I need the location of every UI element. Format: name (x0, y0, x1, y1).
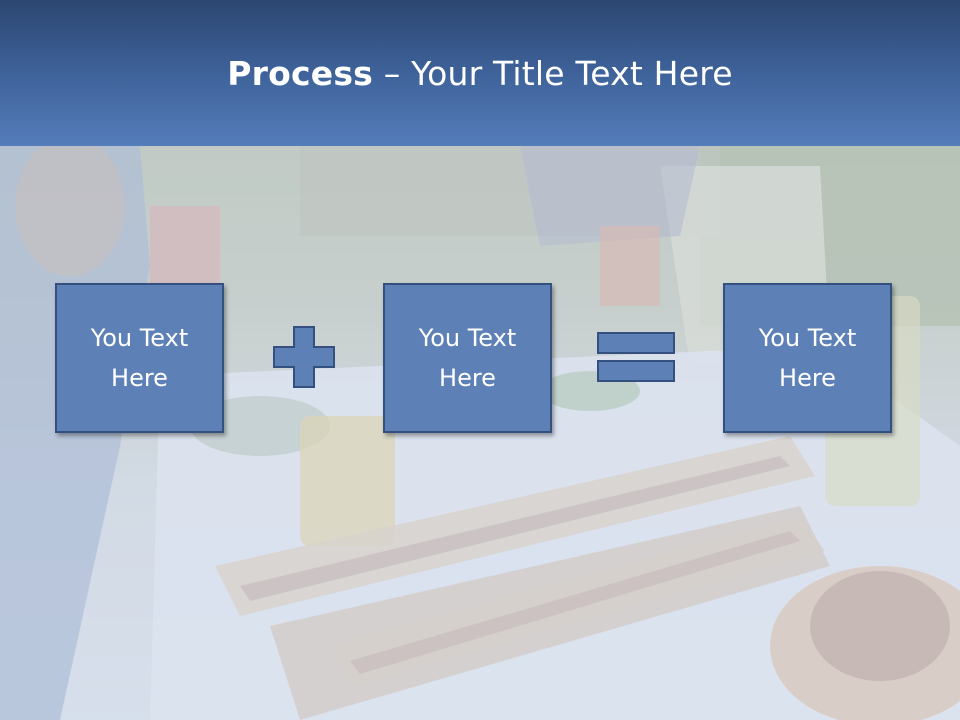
step-2-line-1: You Text (418, 324, 517, 352)
step-2-line-2: Here (439, 364, 496, 392)
title-bold: Process (227, 54, 374, 93)
slide-title: Process – Your Title Text Here (0, 52, 960, 96)
equals-icon (597, 332, 675, 382)
title-rest: – Your Title Text Here (373, 54, 733, 93)
process-step-3: You Text Here (723, 283, 892, 433)
process-step-2: You Text Here (383, 283, 552, 433)
title-bar: Process – Your Title Text Here (0, 0, 960, 146)
step-3-line-1: You Text (758, 324, 857, 352)
step-3-line-2: Here (779, 364, 836, 392)
process-step-1: You Text Here (55, 283, 224, 433)
photo-overlay (0, 146, 960, 720)
step-1-line-2: Here (111, 364, 168, 392)
plus-icon (273, 326, 335, 388)
step-1-line-1: You Text (90, 324, 189, 352)
